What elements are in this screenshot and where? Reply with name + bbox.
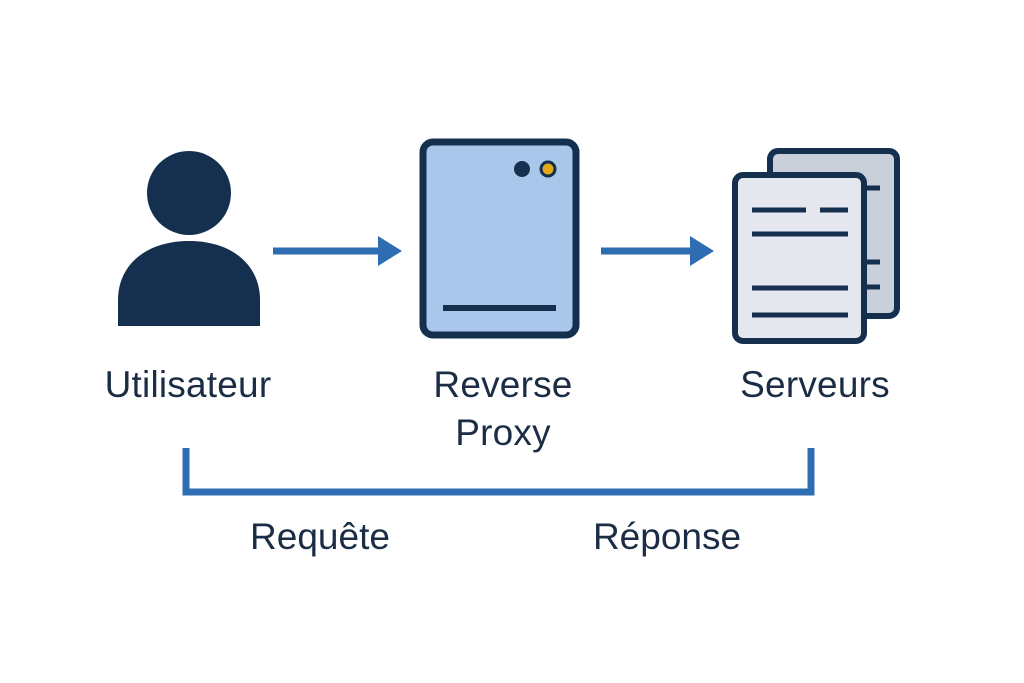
status-led-dark	[514, 161, 530, 177]
documents-icon	[732, 148, 900, 344]
proxy-label-line2: Proxy	[455, 412, 551, 453]
user-label: Utilisateur	[104, 364, 272, 405]
arrow-proxy-to-servers	[601, 236, 714, 266]
arrow-user-to-proxy	[273, 236, 402, 266]
proxy-label-line1: Reverse	[433, 364, 573, 405]
proxy-label: Reverse Proxy	[388, 361, 618, 457]
status-led-yellow	[539, 160, 557, 178]
servers-label: Serveurs	[740, 364, 890, 405]
server-box-icon	[419, 138, 580, 339]
request-response-bracket	[182, 448, 815, 496]
request-label: Requête	[250, 516, 390, 557]
user-icon	[118, 151, 260, 326]
response-label: Réponse	[592, 516, 742, 557]
